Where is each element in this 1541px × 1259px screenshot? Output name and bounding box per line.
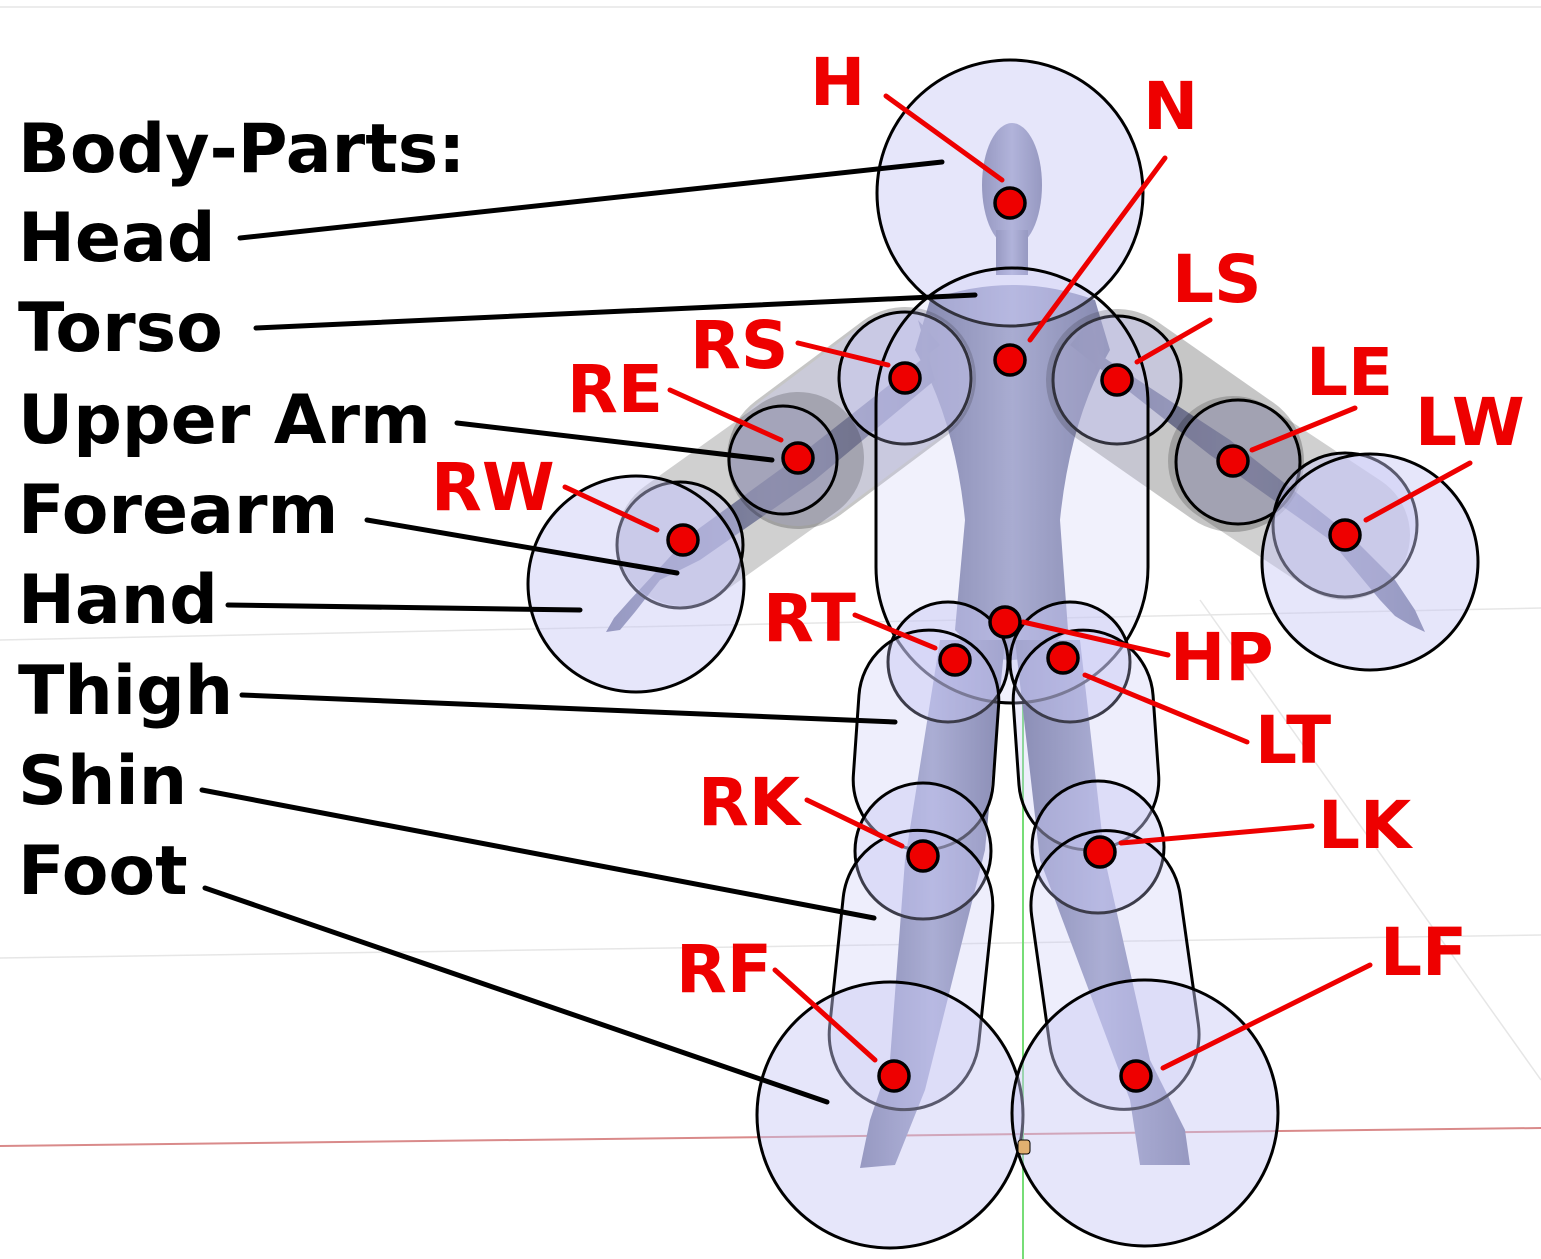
joint-right-knee-marker: [906, 839, 940, 873]
joint-hip-marker: [988, 605, 1022, 639]
joint-label-rf: RF: [676, 931, 772, 1008]
figure-right-leg: [860, 640, 1005, 1168]
origin-marker: [1017, 1139, 1031, 1155]
part-label-shin: Shin: [18, 742, 188, 821]
joint-label-n: N: [1143, 68, 1199, 145]
joint-left-wrist-marker: [1328, 518, 1362, 552]
joint-label-lf: LF: [1380, 914, 1468, 991]
lk-leader: [1118, 823, 1315, 846]
part-label-head: Head: [18, 199, 216, 278]
joint-left-shoulder-marker: [1100, 363, 1134, 397]
thigh-leader: [239, 692, 898, 725]
lw-leader: [1363, 460, 1473, 523]
joint-neck-marker: [993, 343, 1027, 377]
joint-left-knee-marker: [1083, 835, 1117, 869]
left-upper-arm-volume: [1046, 309, 1304, 532]
figure-left-leg: [1015, 640, 1190, 1165]
joint-label-h: H: [810, 44, 866, 121]
part-leader-lines: [199, 159, 978, 1105]
rs-leader: [795, 340, 891, 368]
left-hand-volume: [1260, 452, 1480, 672]
figure-head: [982, 123, 1042, 247]
joint-left-thigh-marker: [1046, 641, 1080, 675]
joint-leader-lines: [562, 93, 1473, 1071]
left-shin-volume: [1029, 829, 1201, 1111]
collision-volumes: [526, 58, 1480, 1250]
part-label-thigh: Thigh: [18, 652, 234, 731]
joint-label-rt: RT: [763, 580, 856, 657]
left-foot-volume: [1010, 978, 1280, 1248]
rt-leader: [852, 612, 938, 651]
joint-right-foot-marker: [877, 1059, 911, 1093]
figure-left-arm: [1070, 320, 1425, 632]
joint-right-wrist-marker: [666, 523, 700, 557]
joint-label-re: RE: [567, 351, 663, 428]
joint-label-rs: RS: [690, 307, 789, 384]
hand-leader: [225, 602, 583, 613]
joint-label-rw: RW: [431, 449, 555, 526]
part-label-forearm: Forearm: [18, 471, 339, 550]
part-label-foot: Foot: [18, 832, 188, 911]
joint-label-lt: LT: [1255, 702, 1332, 779]
joint-right-shoulder-marker: [888, 361, 922, 395]
ls-leader: [1134, 317, 1213, 365]
rk-leader: [804, 797, 905, 849]
re-leader: [667, 387, 784, 443]
left-forearm-volume: [1168, 396, 1410, 600]
foot-leader: [202, 885, 830, 1105]
right-shin-volume: [827, 828, 995, 1112]
head-leader: [237, 159, 945, 241]
joint-label-rk: RK: [698, 764, 800, 841]
rf-leader: [772, 967, 878, 1063]
lt-leader: [1082, 672, 1250, 745]
joint-left-elbow-marker: [1216, 444, 1250, 478]
right-forearm-volume: [617, 392, 864, 606]
right-foot-volume: [755, 980, 1025, 1250]
joint-label-hp: HP: [1170, 619, 1274, 696]
hp-leader: [1020, 619, 1171, 658]
x-axis-line: [0, 1127, 1541, 1147]
viewport-grid: [0, 6, 1541, 1081]
joint-markers: [666, 186, 1362, 1093]
part-label-torso: Torso: [18, 289, 223, 368]
part-label-upper-arm: Upper Arm: [18, 381, 431, 460]
joint-right-elbow-marker: [781, 441, 815, 475]
joint-label-lk: LK: [1318, 787, 1412, 864]
right-hand-volume: [526, 474, 746, 694]
rw-leader: [562, 484, 660, 533]
h-leader: [883, 93, 1005, 183]
le-leader: [1249, 405, 1358, 453]
joint-label-lw: LW: [1415, 384, 1525, 461]
joint-right-thigh-marker: [938, 643, 972, 677]
upper-arm-leader: [454, 420, 775, 463]
joint-head-marker: [993, 186, 1027, 220]
shin-leader: [199, 787, 877, 921]
joint-left-foot-marker: [1119, 1059, 1153, 1093]
n-leader: [1027, 155, 1168, 343]
joint-label-le: LE: [1306, 334, 1394, 411]
legend-title: Body-Parts:: [18, 110, 466, 189]
part-label-hand: Hand: [18, 561, 218, 640]
forearm-leader: [364, 517, 680, 576]
torso-leader: [253, 292, 978, 331]
joint-label-ls: LS: [1172, 241, 1262, 318]
lf-leader: [1160, 962, 1373, 1071]
figure-torso: [915, 285, 1110, 660]
